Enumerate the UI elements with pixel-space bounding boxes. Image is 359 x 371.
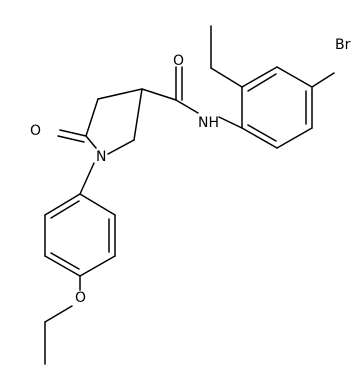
atom-label-ether-oxygen: O [75, 290, 86, 306]
bond-ar1-c1-c2 [276, 66, 313, 88]
bond-ring-c3-c4 [97, 88, 143, 100]
bond-co-ring [141, 88, 177, 101]
bond-ar1-c6-c1-inner [247, 73, 277, 92]
bond-ar-nh [218, 116, 243, 129]
bond-ethyl-ch2 [210, 67, 243, 88]
bond-c-br [311, 72, 335, 88]
bond-ar2-c6-c1 [79, 193, 116, 216]
atom-labels: Br O NH O N O [30, 37, 351, 306]
bond-ring-c2-c3 [133, 88, 143, 141]
bond-nh-co [175, 99, 199, 114]
bond-ar2-c4-c5 [79, 255, 116, 277]
bond-ar1-c4-c5-inner [247, 124, 277, 142]
bond-o-ch2 [44, 305, 73, 323]
bond-lines [44, 25, 335, 365]
atom-label-lactam-oxygen: O [30, 123, 41, 139]
atom-label-ring-nitrogen: N [96, 149, 106, 165]
bond-ar1-c4-c5 [241, 127, 278, 149]
bond-lactam-c-o [59, 129, 87, 137]
bond-ar1-c6-c1 [241, 66, 278, 88]
atom-label-amide-nitrogen: NH [198, 115, 219, 131]
bond-ring-n-c2 [107, 139, 135, 155]
bond-ar2-c1-c2-inner [50, 200, 80, 219]
bond-ring-c5-n [85, 135, 97, 149]
atom-label-amide-oxygen: O [173, 53, 184, 69]
bond-ar2-c3-c4 [44, 255, 81, 277]
bond-ring-c4-c5 [85, 98, 99, 137]
bond-n-aryl [79, 162, 95, 195]
bond-ar2-c3-c4-inner [50, 252, 80, 270]
bond-ar1-c3-c4 [276, 127, 313, 149]
atom-label-br: Br [335, 37, 351, 53]
bond-ar2-c1-c2 [44, 193, 81, 216]
bond-lactam-c-o-double [57, 135, 85, 143]
